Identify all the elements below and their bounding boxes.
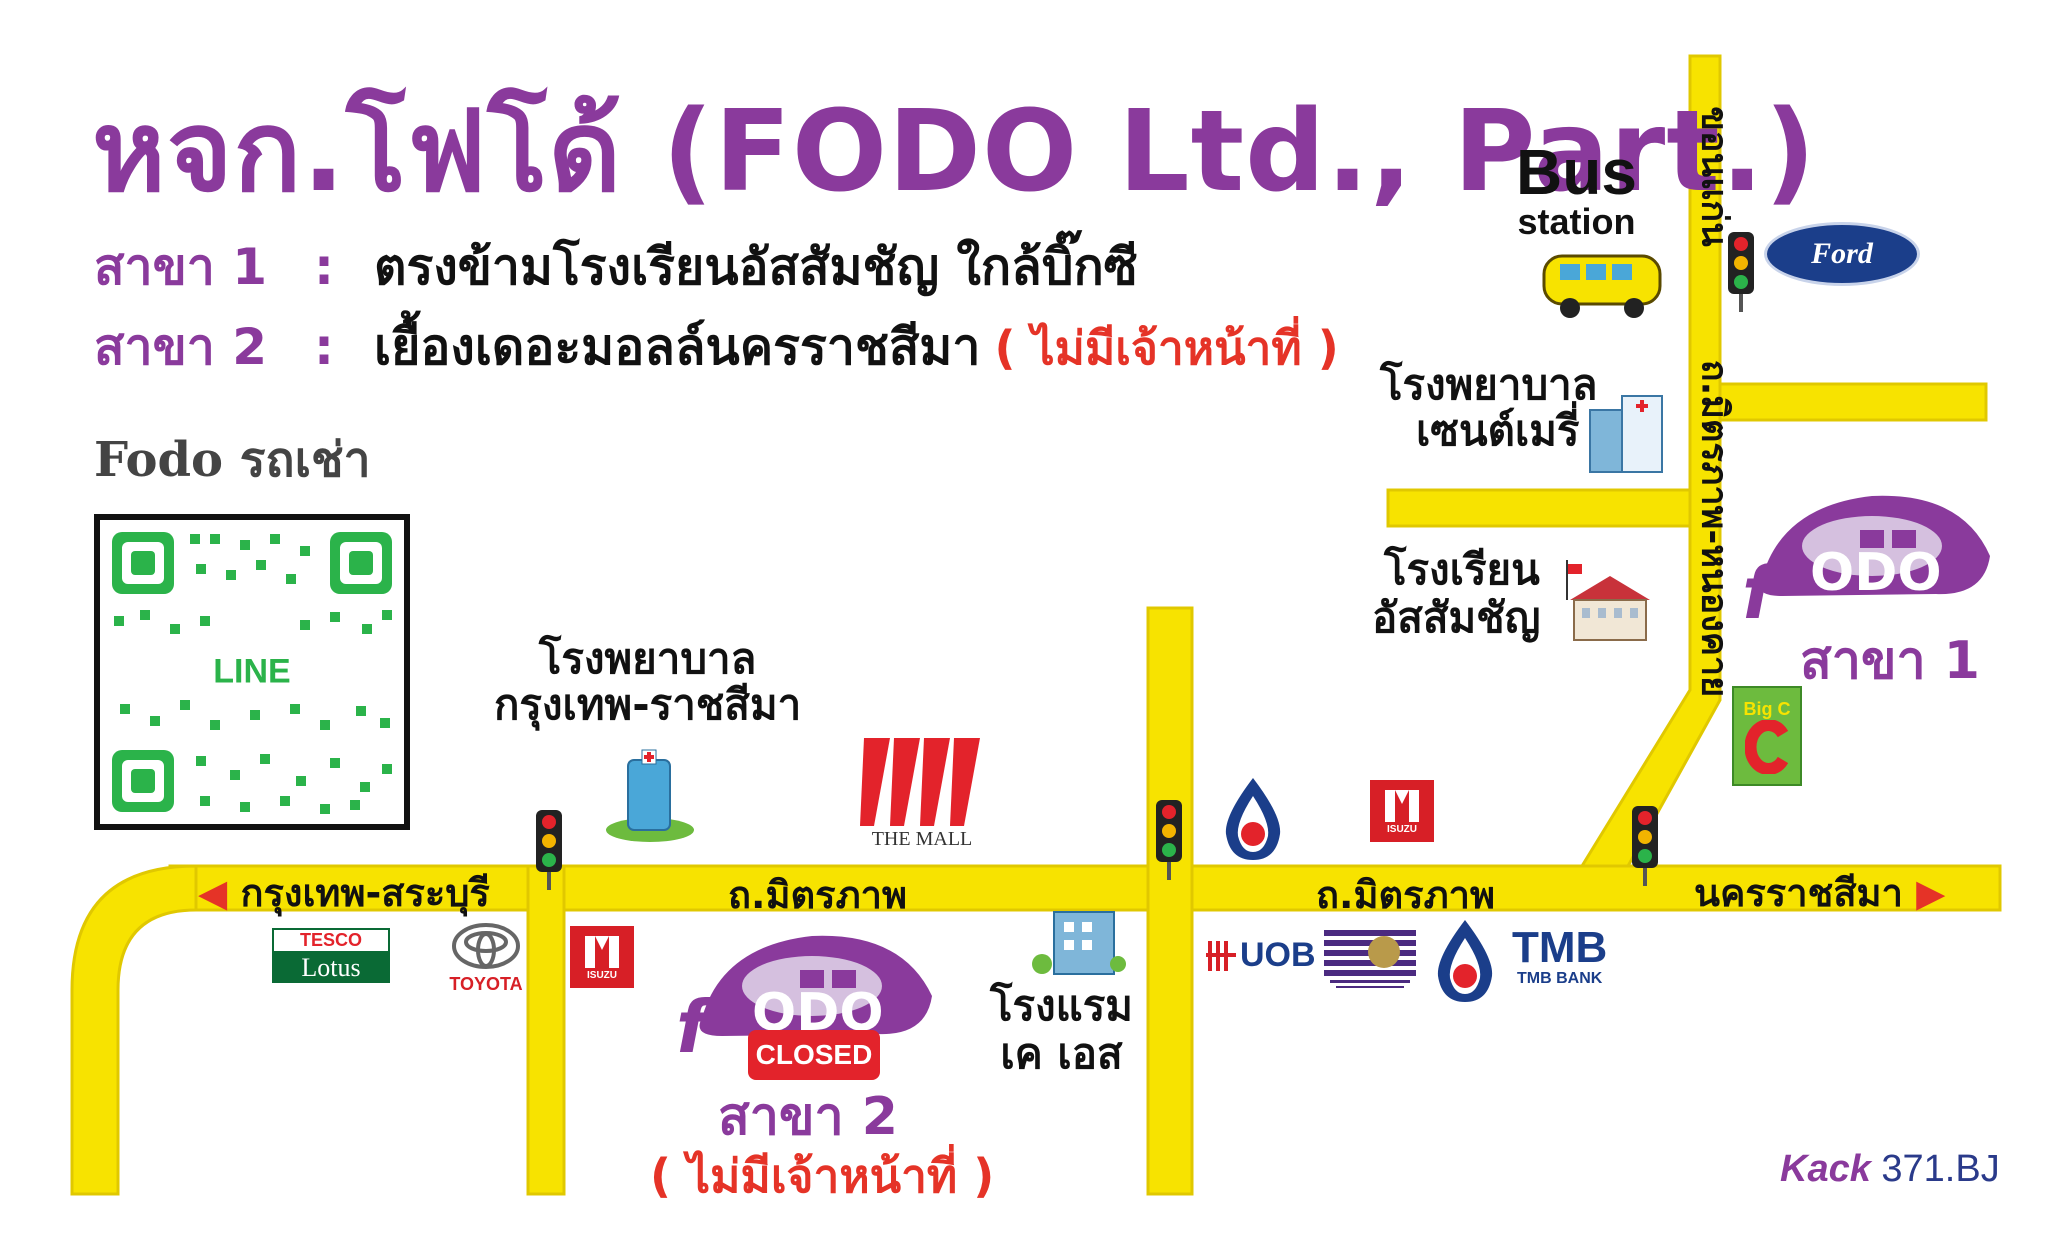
scb-bank-icon <box>1324 930 1416 988</box>
fodo-branch1-logo-icon: f ODO <box>1742 495 1990 635</box>
ptt-station-icon <box>1225 778 1281 860</box>
hotel-icon <box>1032 911 1126 975</box>
hospital-bkk-icon <box>606 749 694 842</box>
bigc-logo: Big C <box>1732 686 1802 786</box>
uob-text: UOB <box>1240 936 1316 974</box>
road-vertical-b <box>1146 606 1194 1196</box>
page-title: หจก.โฟโด้ (FODO Ltd., Part.) <box>92 87 1817 217</box>
school-line2: อัสสัมชัญ <box>1372 593 1541 643</box>
hospital-icon <box>1589 395 1663 473</box>
branch2-line: สาขา 2: เยื้องเดอะมอลล์นครราชสีมา( ไม่มีเ… <box>94 308 1339 387</box>
bus-station-line2: station <box>1517 201 1636 242</box>
ford-text: Ford <box>1811 237 1873 270</box>
traffic-light-icon <box>536 810 562 890</box>
traffic-light-icon <box>1156 800 1182 880</box>
tesco-lotus-logo: TESCO Lotus <box>272 928 390 983</box>
uob-emblem-icon <box>1206 940 1236 971</box>
road-side-lower <box>1386 488 1692 528</box>
bigc-text: Big C <box>1743 698 1791 719</box>
road-vertical-a <box>526 864 566 1196</box>
hospital-bkk-line2: กรุงเทพ-ราชสีมา <box>494 680 802 730</box>
the-mall-logo: THE MALL <box>860 738 984 851</box>
toyota-text: TOYOTA <box>449 974 523 994</box>
the-mall-text: THE MALL <box>871 828 973 850</box>
branch1-map-label: สาขา 1 <box>1800 631 1980 691</box>
road-west-text: กรุงเทพ-สระบุรี <box>240 871 490 915</box>
hospital-stmary-line1: โรงพยาบาล <box>1380 360 1598 409</box>
bus-station-label: Bus station <box>1516 140 1637 240</box>
the-mall-icon <box>860 738 980 826</box>
ptt-station-icon <box>1437 920 1493 1002</box>
bus-station-line1: Bus <box>1516 136 1637 208</box>
isuzu-text: ISUZU <box>1387 823 1417 835</box>
road-west-curve <box>70 864 198 1196</box>
svg-text:ODO: ODO <box>1810 543 1942 603</box>
road-label-north: ขอนแก่น <box>1693 106 1735 247</box>
credit-k: Kack <box>1780 1148 1871 1190</box>
hotel-label: โรงแรม เค เอส <box>990 981 1133 1079</box>
isuzu-text: ISUZU <box>587 969 617 981</box>
traffic-light-icon <box>1728 232 1754 312</box>
qr-pattern-icon <box>112 532 392 814</box>
isuzu-emblem-icon <box>1385 789 1419 822</box>
credit-signature: Kack 371.BJ <box>1780 1148 2000 1191</box>
uob-logo: UOB <box>1206 936 1316 975</box>
subtitle: Fodo รถเช่า <box>94 432 371 488</box>
road-label-mittraphap-right: ถ.มิตรภาพ <box>1316 873 1496 917</box>
school-line1: โรงเรียน <box>1384 545 1540 594</box>
hospital-bkk-line1: โรงพยาบาล <box>538 634 757 683</box>
colon: : <box>314 238 334 296</box>
bus-icon <box>1542 254 1662 318</box>
line-qr-code[interactable]: LINE <box>94 514 410 830</box>
road-east-text: นครราชสีมา <box>1694 871 1903 915</box>
school-icon <box>1566 560 1650 641</box>
hospital-stmary-label: โรงพยาบาล เซนต์เมรี่ <box>1380 360 1598 456</box>
colon: : <box>314 318 334 376</box>
tmb-logo: TMB TMB BANK <box>1512 926 1607 988</box>
hotel-line2: เค เอส <box>1000 1029 1123 1079</box>
qr-line-label: LINE <box>205 650 299 694</box>
toyota-emblem-icon <box>452 923 520 969</box>
hotel-line1: โรงแรม <box>990 981 1133 1030</box>
isuzu-logo-lower: ISUZU <box>570 926 634 988</box>
branch2-no-staff: ( ไม่มีเจ้าหน้าที่ ) <box>650 1149 995 1203</box>
branch1-line: สาขา 1: ตรงข้ามโรงเรียนอัสสัมชัญ ใกล้บิ๊ก… <box>94 228 1138 307</box>
branch1-label: สาขา 1 <box>94 238 268 296</box>
isuzu-logo: ISUZU <box>1370 780 1434 842</box>
arrow-right-icon: ▶ <box>1916 871 1946 915</box>
road-label-east: นครราชสีมา ▶ <box>1694 862 1945 923</box>
road-label-mittraphap-left: ถ.มิตรภาพ <box>728 873 908 917</box>
bigc-c-icon <box>1745 719 1789 774</box>
road-side-upper <box>1718 382 1988 422</box>
branch2-note: ( ไม่มีเจ้าหน้าที่ ) <box>994 321 1339 375</box>
branch2-map-label: สาขา 2 <box>718 1087 898 1147</box>
branch2-label: สาขา 2 <box>94 318 268 376</box>
closed-badge: CLOSED <box>748 1030 880 1080</box>
arrow-left-icon: ◀ <box>198 871 228 915</box>
hospital-bkk-label: โรงพยาบาล กรุงเทพ-ราชสีมา <box>494 634 802 730</box>
school-label: โรงเรียน อัสสัมชัญ <box>1372 545 1541 643</box>
tmb-text: TMB <box>1512 923 1608 972</box>
credit-text: 371.BJ <box>1881 1148 2000 1190</box>
lotus-text: Lotus <box>272 953 390 983</box>
road-north <box>1579 54 1722 868</box>
toyota-logo: TOYOTA <box>434 922 538 995</box>
traffic-light-icon <box>1632 806 1658 886</box>
hospital-stmary-line2: เซนต์เมรี่ <box>1416 406 1580 456</box>
isuzu-emblem-icon <box>585 935 619 968</box>
road-label-west: ◀ กรุงเทพ-สระบุรี <box>198 862 490 923</box>
branch2-address: เยื้องเดอะมอลล์นครราชสีมา <box>374 318 981 376</box>
tesco-text: TESCO <box>272 928 390 953</box>
ford-logo: Ford <box>1764 222 1920 286</box>
branch1-address: ตรงข้ามโรงเรียนอัสสัมชัญ ใกล้บิ๊กซี <box>374 238 1138 296</box>
tmb-bank-text: TMB BANK <box>1516 970 1603 987</box>
